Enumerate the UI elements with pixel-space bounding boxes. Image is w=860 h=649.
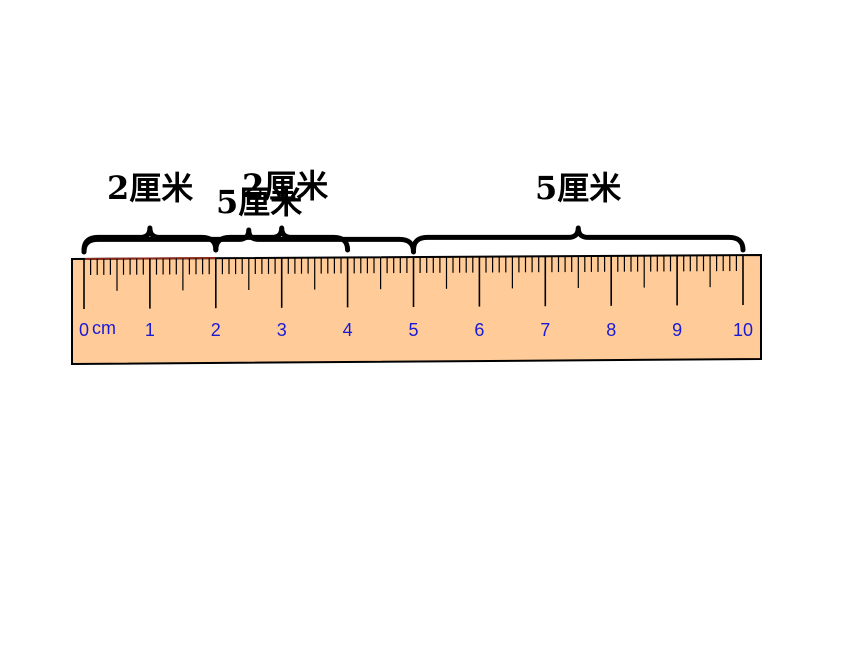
segment-label-2cm-second: 2厘米 xyxy=(242,167,329,205)
ruler-number-0: 0 xyxy=(79,320,89,340)
ruler-number-8: 8 xyxy=(606,320,616,340)
segment-label-2cm-first: 2厘米 xyxy=(107,169,194,207)
segment-label-5cm-second: 5厘米 xyxy=(535,169,622,207)
ruler-number-4: 4 xyxy=(343,320,353,340)
ruler-number-2: 2 xyxy=(211,320,221,340)
ruler-number-5: 5 xyxy=(408,320,418,340)
ruler-top-edge-accent xyxy=(84,257,216,260)
ruler-number-3: 3 xyxy=(277,320,287,340)
segment-label-5cm-first: 5厘米 xyxy=(216,183,303,221)
ruler-number-7: 7 xyxy=(540,320,550,340)
ruler-number-1: 1 xyxy=(145,320,155,340)
ruler-number-6: 6 xyxy=(474,320,484,340)
segment-brace-0-5 xyxy=(81,227,416,255)
ruler-number-10: 10 xyxy=(733,320,753,340)
segment-brace-5-10 xyxy=(411,225,746,253)
ruler-number-9: 9 xyxy=(672,320,682,340)
ruler-body xyxy=(71,253,762,366)
ruler-unit-label: cm xyxy=(92,318,116,338)
